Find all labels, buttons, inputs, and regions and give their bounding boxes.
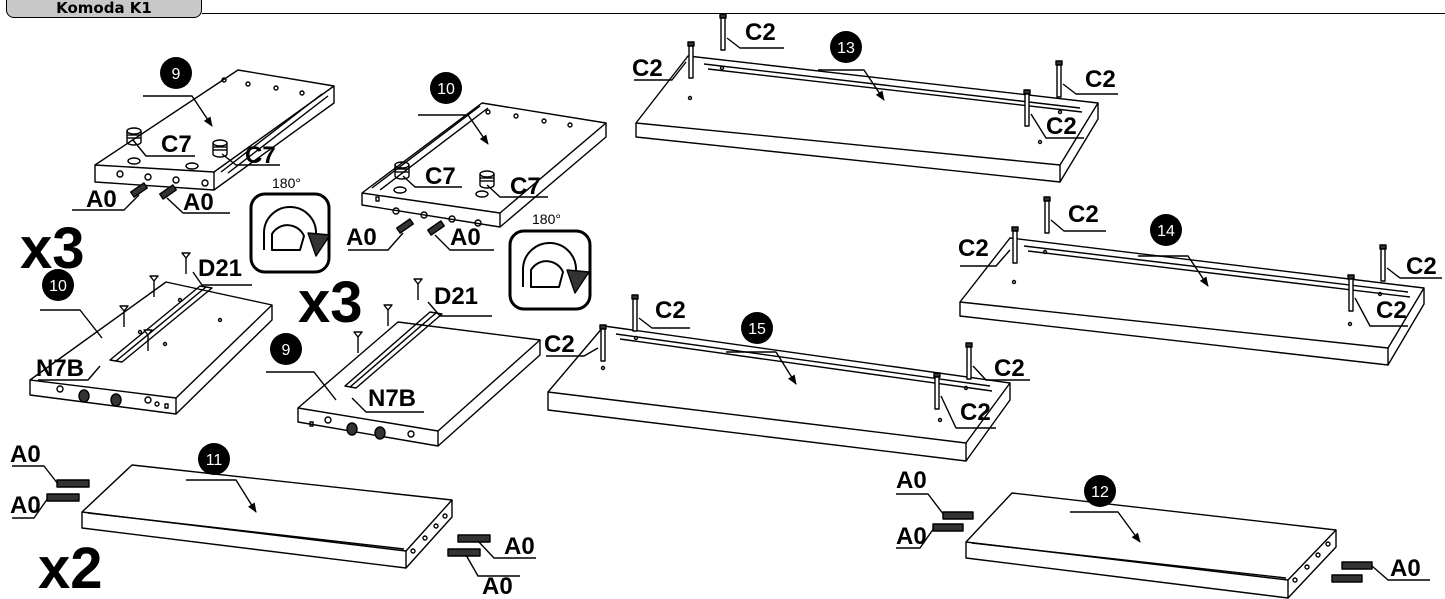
label-a0: A0: [10, 441, 41, 468]
part-badge-9: 9: [160, 57, 192, 89]
cam-c7: [212, 139, 228, 158]
part-badge-15: 15: [741, 312, 773, 344]
panel-9-top: [94, 69, 335, 191]
part-number: 15: [748, 321, 766, 338]
dowel-a0: [130, 182, 177, 200]
label-a0: A0: [10, 492, 41, 519]
part-badge-12: 12: [1084, 475, 1116, 507]
label-n7b: N7B: [368, 385, 416, 412]
panel-11: [81, 464, 453, 569]
rotate-180-icon: [508, 229, 592, 311]
label-a0: A0: [450, 224, 481, 251]
part-number: 12: [1091, 484, 1109, 501]
rotate-180-icon: [249, 192, 331, 274]
label-c2: C2: [655, 297, 686, 324]
label-c7: C7: [510, 173, 541, 200]
part-badge-10: 10: [430, 72, 462, 104]
pin-c2: [599, 13, 1387, 410]
document-title: Komoda K1: [6, 0, 202, 18]
label-a0: A0: [504, 533, 535, 560]
title-rule: [202, 13, 1445, 14]
label-c2: C2: [958, 235, 989, 262]
label-a0: A0: [1390, 555, 1421, 582]
panel-14: [959, 237, 1425, 366]
panel-10-mid: [29, 281, 273, 415]
label-a0: A0: [896, 467, 927, 494]
label-d21: D21: [434, 283, 478, 310]
label-c2: C2: [1376, 297, 1407, 324]
part-badge-13: 13: [830, 31, 862, 63]
quantity-x2: x2: [38, 536, 103, 599]
label-c2: C2: [632, 55, 663, 82]
cam-c7: [126, 127, 142, 146]
label-c2: C2: [1068, 201, 1099, 228]
label-c2: C2: [1406, 253, 1437, 280]
part-number: 13: [837, 40, 855, 57]
screw-d21: [119, 252, 191, 351]
label-c2: C2: [1046, 113, 1077, 140]
label-a0: A0: [482, 573, 513, 599]
label-c7: C7: [245, 142, 276, 169]
part-number: 9: [172, 66, 181, 83]
part-number: 14: [1157, 223, 1175, 240]
rotation-label: 180°: [532, 211, 561, 227]
label-c7: C7: [425, 163, 456, 190]
label-a0: A0: [896, 523, 927, 550]
part-badge-14: 14: [1150, 214, 1182, 246]
screw-d21: [353, 278, 423, 353]
panel-12: [965, 492, 1337, 599]
label-d21: D21: [198, 255, 242, 282]
label-a0: A0: [86, 186, 117, 213]
part-badge-11: 11: [198, 443, 230, 475]
label-c2: C2: [1085, 66, 1116, 93]
quantity-x3: x3: [298, 270, 363, 335]
part-badge-9: 9: [270, 333, 302, 365]
panel-10-top: [361, 102, 607, 228]
label-c2: C2: [994, 355, 1025, 382]
part-number: 11: [206, 452, 223, 469]
label-c7: C7: [161, 131, 192, 158]
label-n7b: N7B: [36, 355, 84, 382]
part-number: 9: [282, 342, 291, 359]
dowel-a0: [396, 218, 445, 236]
label-c2: C2: [960, 399, 991, 426]
part-number: 10: [49, 278, 67, 295]
label-c2: C2: [544, 331, 575, 358]
label-a0: A0: [346, 224, 377, 251]
panel-13: [635, 55, 1099, 183]
label-a0: A0: [183, 189, 214, 216]
panel-15: [547, 325, 1011, 462]
cam-c7: [479, 170, 495, 189]
rotation-label: 180°: [272, 175, 301, 191]
cam-c7: [394, 161, 410, 180]
part-number: 10: [437, 81, 455, 98]
label-c2: C2: [745, 19, 776, 46]
part-badge-10: 10: [42, 269, 74, 301]
dowel-a0: [932, 511, 1373, 583]
